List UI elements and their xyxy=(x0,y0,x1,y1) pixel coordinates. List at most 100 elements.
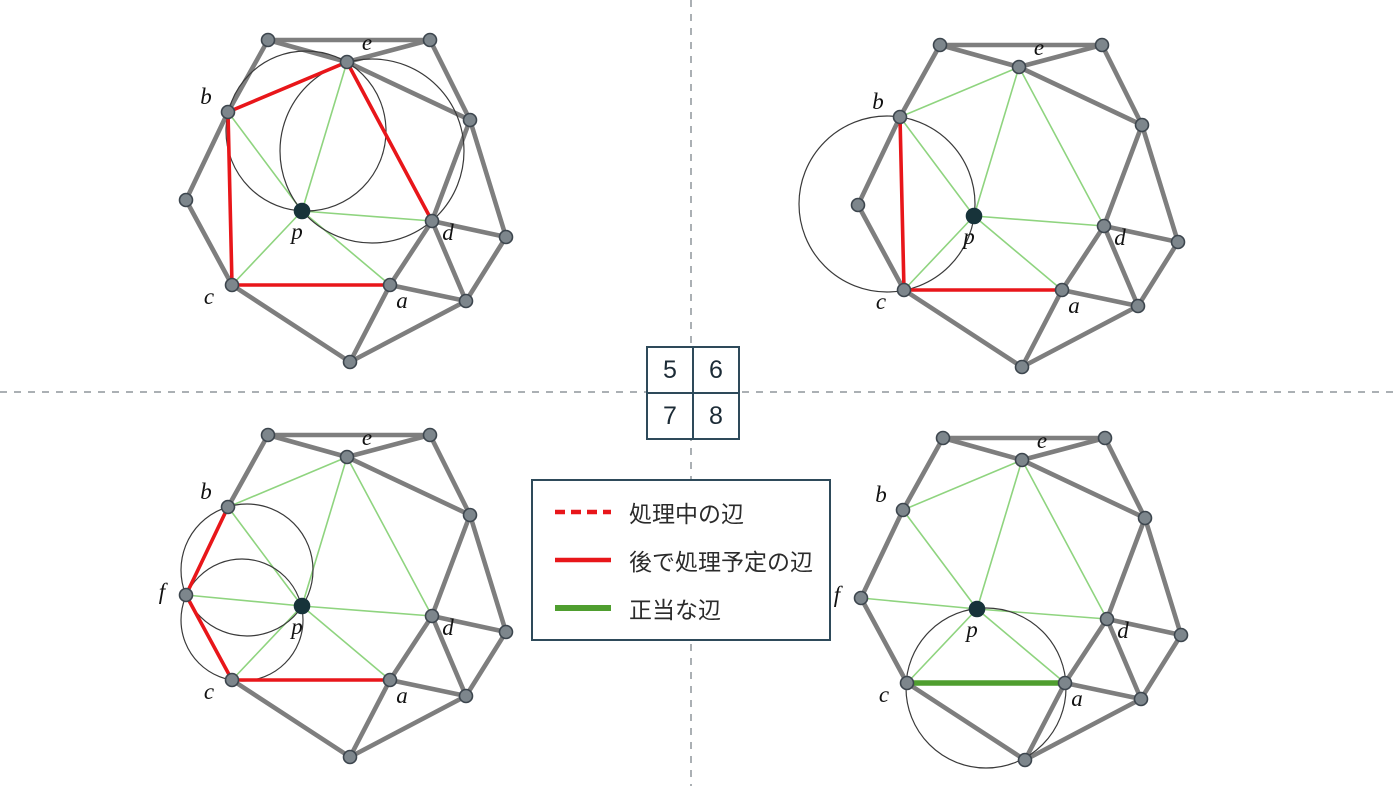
edge-red-b-e xyxy=(226,60,349,114)
vertex-label-c: c xyxy=(879,682,889,707)
edge-green-p-a xyxy=(973,215,1063,291)
node-p xyxy=(965,207,983,225)
edge-green-p-c xyxy=(903,215,975,291)
node-r3 xyxy=(458,293,474,309)
edge-gray-c-bt xyxy=(901,287,1025,370)
edge-gray-r1-d xyxy=(429,117,473,224)
circumcircle xyxy=(905,607,1067,769)
vertex-label-b: b xyxy=(875,482,887,507)
node-b xyxy=(892,109,908,125)
node-d xyxy=(1096,218,1112,234)
vertex-label-p: p xyxy=(289,219,303,244)
edge-gray-bt-r3 xyxy=(347,298,469,365)
edge-gray-a-d xyxy=(1062,616,1110,686)
node-bt xyxy=(1014,359,1030,375)
edge-gray-tl-b xyxy=(897,42,943,120)
node-b xyxy=(895,502,911,518)
edge-gray-d-r2 xyxy=(429,613,509,635)
edge-gray-e-r1 xyxy=(1016,64,1145,128)
edge-gray-tl-b xyxy=(900,435,946,513)
vertex-label-e: e xyxy=(1037,428,1047,453)
green-solid-line-icon xyxy=(555,605,611,611)
panel-number-cell: 8 xyxy=(692,392,740,440)
node-c xyxy=(224,277,240,293)
node-r3 xyxy=(458,688,474,704)
legend-item-processing-edge: 処理中の辺 xyxy=(553,495,829,529)
edge-gray-bt-a xyxy=(347,677,393,760)
node-r2 xyxy=(498,229,514,245)
edge-gray-tr-r1 xyxy=(427,432,473,518)
edge-green-p-b xyxy=(899,116,975,217)
edge-gray-r3-d xyxy=(1104,616,1144,702)
edge-gray-r3-r2 xyxy=(463,234,509,304)
edge-gray-bt-r3 xyxy=(1019,303,1141,370)
edge-gray-d-r2 xyxy=(1101,223,1181,245)
vertex-label-e: e xyxy=(362,425,372,450)
edge-gray-a-d xyxy=(1059,223,1107,293)
node-a xyxy=(1054,282,1070,298)
node-tr xyxy=(1097,430,1113,446)
edge-gray-d-r2 xyxy=(1104,616,1184,638)
node-p xyxy=(968,600,986,618)
edge-gray-r1-d xyxy=(1101,122,1145,229)
edge-gray-tr-r1 xyxy=(427,37,473,123)
edge-gray-bt-a xyxy=(1022,680,1068,763)
circumcircle xyxy=(798,115,976,293)
edge-gray-r3-r2 xyxy=(463,629,509,699)
edge-green-p-c xyxy=(231,605,303,681)
edge-gray-b-f xyxy=(855,114,903,208)
panel-number-cell: 5 xyxy=(646,346,694,394)
node-bt xyxy=(1017,752,1033,768)
red-solid-line-icon xyxy=(555,557,611,563)
vertex-label-d: d xyxy=(1114,225,1126,250)
edge-green-e-d xyxy=(346,456,433,617)
edge-gray-bt-a xyxy=(347,282,393,365)
edge-green-b-e xyxy=(899,66,1020,118)
edge-gray-r1-d xyxy=(429,512,473,619)
edge-gray-r3-d xyxy=(429,613,469,699)
panel-number-table: 5 6 7 8 xyxy=(646,346,740,440)
node-c xyxy=(224,672,240,688)
node-a xyxy=(1057,675,1073,691)
node-d xyxy=(1099,611,1115,627)
edge-green-p-d xyxy=(301,605,433,617)
edge-gray-tl-e xyxy=(937,42,1022,70)
node-f xyxy=(853,590,869,606)
vertex-label-a: a xyxy=(396,683,408,708)
vertex-label-f: f xyxy=(834,582,844,607)
edge-gray-e-r1 xyxy=(1019,457,1148,521)
vertex-label-b: b xyxy=(200,84,212,109)
vertex-label-b: b xyxy=(200,479,212,504)
edge-gray-r1-r2 xyxy=(1142,515,1184,638)
edge-red-b-f xyxy=(184,505,230,597)
edge-gray-f-c xyxy=(858,595,910,686)
edge-green-p-f xyxy=(860,597,978,610)
node-p xyxy=(293,597,311,615)
edge-gray-tr-e xyxy=(1016,42,1105,70)
node-bt xyxy=(342,354,358,370)
node-f xyxy=(178,587,194,603)
edge-gray-bt-r3 xyxy=(1022,696,1144,763)
node-tl xyxy=(935,430,951,446)
node-a xyxy=(382,672,398,688)
edge-gray-r3-d xyxy=(1101,223,1141,309)
edge-gray-r1-r2 xyxy=(1139,122,1181,245)
legend-label-processing-edge: 処理中の辺 xyxy=(629,501,744,527)
legend: 処理中の辺 後で処理予定の辺 正当な辺 xyxy=(531,479,831,641)
edge-gray-e-r1 xyxy=(344,454,473,518)
edge-green-p-f xyxy=(185,594,303,607)
edge-green-p-a xyxy=(976,608,1066,684)
edge-green-p-e xyxy=(973,66,1020,217)
node-tr xyxy=(422,427,438,443)
vertex-label-e: e xyxy=(1034,35,1044,60)
node-p xyxy=(293,202,311,220)
vertex-label-d: d xyxy=(1117,618,1129,643)
edge-gray-r1-d xyxy=(1104,515,1148,622)
legend-label-valid-edge: 正当な辺 xyxy=(629,597,721,623)
edge-green-p-b xyxy=(227,506,303,607)
edge-gray-c-bt xyxy=(229,282,353,365)
edge-gray-r1-r2 xyxy=(467,512,509,635)
